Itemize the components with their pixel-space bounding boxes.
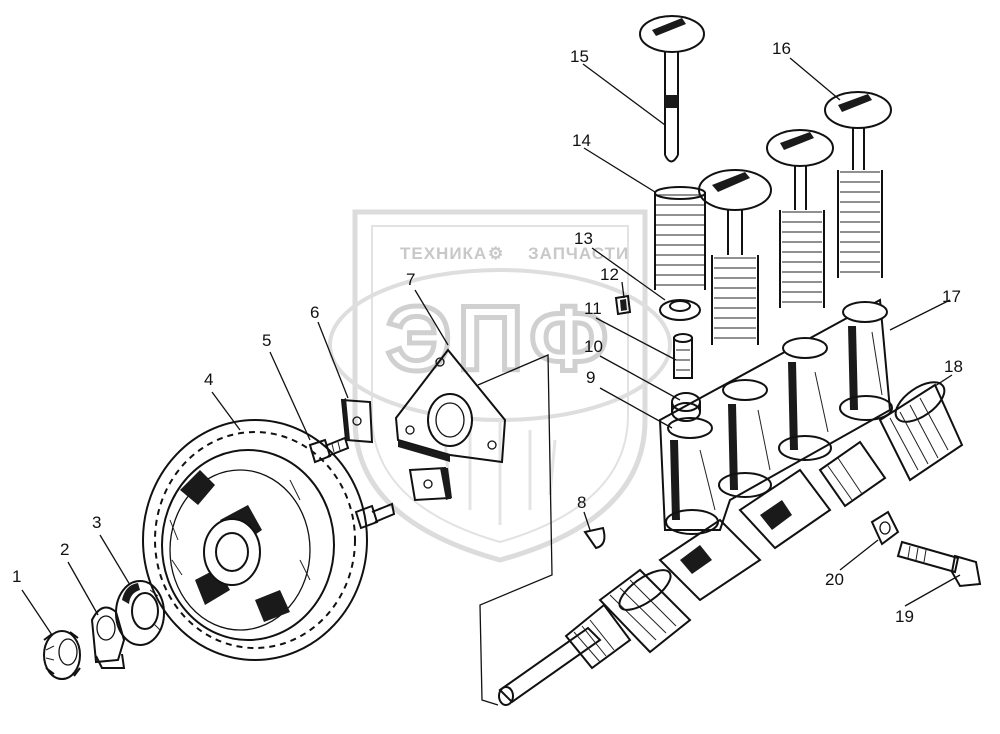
part-19-bolt — [896, 540, 982, 588]
watermark-logo: ЭПФ — [386, 288, 614, 390]
callout-19: 19 — [895, 607, 914, 626]
part-7-thrust-flange — [394, 348, 507, 464]
callout-5: 5 — [262, 331, 271, 350]
camshaft — [498, 440, 887, 706]
watermark-shield — [352, 209, 648, 563]
part-2-lock-washer — [90, 606, 126, 669]
short-bolt — [354, 502, 396, 530]
part-3-thrust-washer — [115, 580, 165, 646]
callout-2: 2 — [60, 540, 69, 559]
callout-7: 7 — [406, 270, 415, 289]
part-8-key — [583, 526, 606, 550]
callout-17: 17 — [942, 287, 961, 306]
part-5-bolt — [308, 436, 350, 464]
callout-14: 14 — [572, 131, 591, 150]
callout-1: 1 — [12, 567, 21, 586]
part-15-valve — [639, 15, 705, 163]
watermark-text-right: ЗАПЧАСТИ — [528, 244, 629, 263]
part-7-lower-plate — [408, 466, 452, 502]
callout-3: 3 — [92, 513, 101, 532]
part-14-spring — [654, 186, 706, 290]
part-10-nut — [671, 392, 701, 422]
part-4-camshaft-gear — [142, 419, 368, 661]
callout-15: 15 — [570, 47, 589, 66]
callout-9: 9 — [586, 368, 595, 387]
part-6-lock-plate — [340, 398, 374, 444]
part-17-tappet-block — [658, 298, 893, 535]
part-13-spring-seat — [659, 299, 701, 321]
callout-12: 12 — [600, 265, 619, 284]
callout-10: 10 — [584, 337, 603, 356]
part-1-castle-nut — [43, 630, 81, 680]
callout-18: 18 — [944, 357, 963, 376]
callout-13: 13 — [574, 229, 593, 248]
callout-16: 16 — [772, 39, 791, 58]
watermark-text-left: ТЕХНИКА — [400, 244, 487, 263]
callout-6: 6 — [310, 303, 319, 322]
callout-numbers: 1 2 3 4 5 6 7 8 9 10 11 12 13 14 15 16 1… — [12, 39, 963, 626]
part-11-bushing — [673, 333, 693, 379]
callout-11: 11 — [584, 299, 602, 318]
assembly-guide-line — [477, 354, 553, 706]
part-20-washer — [870, 510, 900, 546]
valve-assemblies — [698, 91, 892, 345]
watermark-gear-icon: ⚙ — [488, 244, 504, 263]
callout-8: 8 — [577, 493, 586, 512]
callout-4: 4 — [204, 370, 213, 389]
callout-20: 20 — [825, 570, 844, 589]
watermark-shield-inner — [371, 225, 629, 544]
part-18-journal — [878, 381, 964, 482]
leader-lines — [21, 57, 961, 636]
watermark: ТЕХНИКА ⚙ ЗАПЧАСТИ ЭПФ — [328, 209, 672, 563]
